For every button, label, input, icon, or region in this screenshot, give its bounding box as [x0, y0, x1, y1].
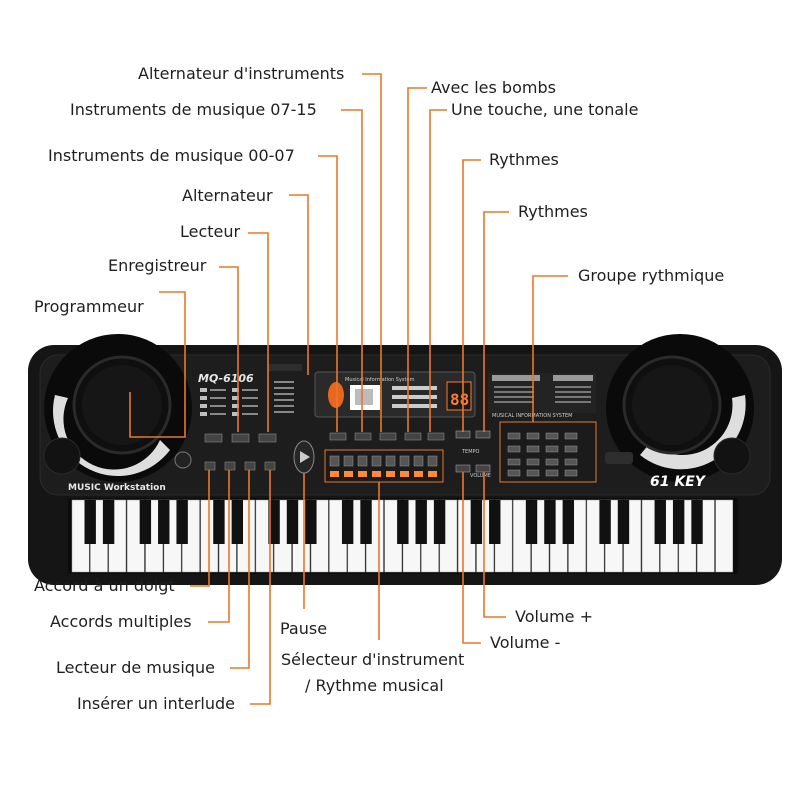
- display-digits: 88: [450, 390, 469, 409]
- black-key: [213, 500, 225, 544]
- label-selecteur-line1: Sélecteur d'instrument: [281, 650, 465, 669]
- brand-text: MUSIC Workstation: [68, 483, 166, 493]
- control-panel: MQ-6106 Musical Information System 88: [68, 364, 707, 493]
- line-alternateur-instruments: [362, 73, 382, 432]
- line-avec-bombs: [407, 87, 427, 432]
- label-avec-bombs: Avec les bombs: [431, 78, 556, 97]
- black-key: [231, 500, 244, 544]
- label-inserer-interlude: Insérer un interlude: [77, 694, 236, 713]
- display-orange-badge: [328, 382, 344, 408]
- black-key: [397, 500, 409, 544]
- black-key: [360, 500, 372, 544]
- label-programmeur: Programmeur: [34, 297, 144, 316]
- black-key: [305, 500, 317, 544]
- label-pause: Pause: [280, 619, 328, 638]
- volume-label: VOLUME: [470, 473, 491, 479]
- black-key: [158, 500, 170, 544]
- label-volume-minus: Volume -: [490, 633, 561, 652]
- black-key: [415, 500, 427, 544]
- label-instruments-00-07: Instruments de musique 00-07: [48, 146, 295, 165]
- black-key: [176, 500, 188, 544]
- line-instruments-07-15: [341, 109, 363, 432]
- label-alternateur-instruments: Alternateur d'instruments: [138, 64, 345, 83]
- line-programmeur-top: [159, 291, 186, 380]
- label-alternateur: Alternateur: [182, 186, 273, 205]
- label-volume-plus: Volume +: [515, 607, 593, 626]
- line-accord-un-doigt: [190, 470, 210, 587]
- line-volume-plus: [483, 472, 506, 618]
- label-selecteur-line2: / Rythme musical: [305, 676, 444, 695]
- line-inserer-interlude: [250, 470, 271, 705]
- black-key: [672, 500, 685, 544]
- label-rythmes-1: Rythmes: [489, 150, 559, 169]
- black-key: [139, 500, 152, 544]
- label-groupe-rythmique: Groupe rythmique: [578, 266, 725, 285]
- white-key: [715, 499, 734, 573]
- black-key: [84, 500, 96, 544]
- left-speaker: [43, 334, 192, 482]
- black-key: [470, 500, 483, 544]
- key-badge: 61 KEY: [650, 474, 707, 490]
- black-key: [433, 500, 446, 544]
- black-key: [489, 500, 501, 544]
- callout-lines: [129, 73, 568, 705]
- label-une-touche: Une touche, une tonale: [451, 100, 639, 119]
- tempo-label: TEMPO: [461, 449, 480, 455]
- line-volume-minus: [462, 472, 481, 644]
- label-rythmes-2: Rythmes: [518, 202, 588, 221]
- black-key: [544, 500, 556, 544]
- line-rythmes-1: [462, 159, 481, 432]
- black-key: [268, 500, 280, 544]
- black-key: [654, 500, 666, 544]
- black-key: [617, 500, 630, 544]
- black-key: [691, 500, 703, 544]
- display-title: Musical Information System: [345, 377, 415, 383]
- line-instruments-00-07: [318, 155, 338, 432]
- line-accords-multiples: [208, 470, 230, 623]
- model-label: MQ-6106: [198, 372, 254, 385]
- line-lecteur: [248, 232, 269, 432]
- label-instruments-07-15: Instruments de musique 07-15: [70, 100, 317, 119]
- black-key: [341, 500, 354, 544]
- line-une-touche: [429, 109, 447, 432]
- black-key: [286, 500, 299, 544]
- line-rythmes-2: [483, 211, 509, 432]
- label-enregistreur: Enregistreur: [108, 256, 207, 275]
- black-key: [599, 500, 611, 544]
- label-lecteur-musique: Lecteur de musique: [56, 658, 215, 677]
- right-speaker: [606, 334, 754, 482]
- label-lecteur: Lecteur: [180, 222, 241, 241]
- line-lecteur-musique: [230, 470, 250, 669]
- line-enregistreur: [219, 266, 239, 432]
- black-key: [525, 500, 538, 544]
- black-keys: [84, 500, 703, 544]
- line-programmeur: [129, 380, 186, 438]
- line-alternateur: [289, 194, 309, 375]
- line-groupe-rythmique: [532, 275, 568, 422]
- black-key: [102, 500, 115, 544]
- black-key: [562, 500, 575, 544]
- label-accord-un-doigt: Accord à un doigt: [34, 576, 175, 595]
- label-accords-multiples: Accords multiples: [50, 612, 192, 631]
